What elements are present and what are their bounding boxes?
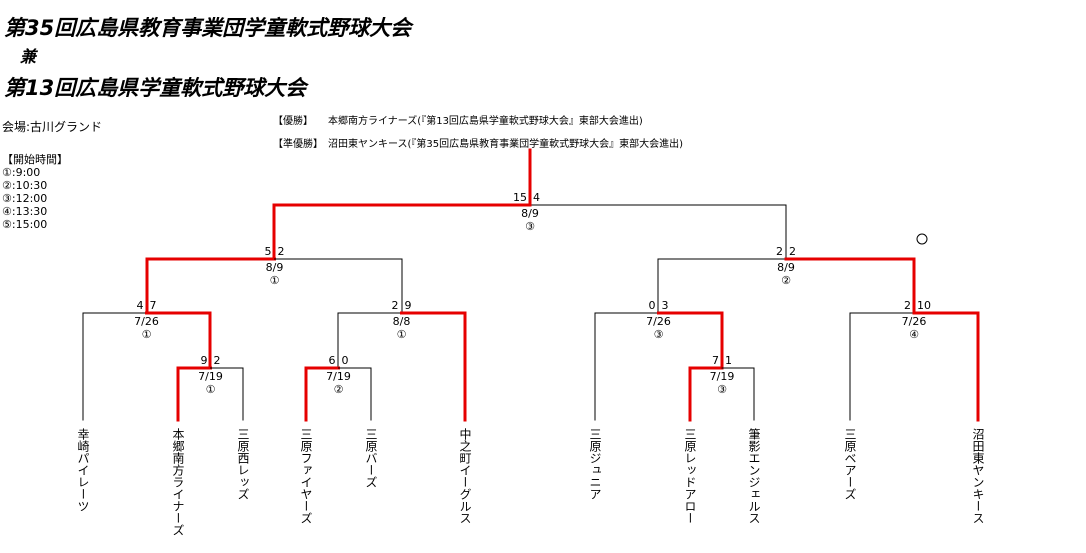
score-right: 4 [533, 191, 540, 204]
tiebreak-win-mark [916, 233, 928, 245]
schedule-slot: ③:12:00 [2, 192, 48, 205]
team-name: 中之町イーグルス [458, 428, 472, 524]
team-name: 三原西レッズ [236, 428, 250, 500]
title-line-3: 第13回広島県学童軟式野球大会 [4, 76, 307, 100]
score-left: 4 [137, 299, 144, 312]
match-date: 8/9 [777, 261, 795, 274]
schedule-slot: ④:13:30 [2, 205, 48, 218]
score-right: 2 [214, 354, 221, 367]
match-date: 7/19 [710, 370, 735, 383]
match-date: 7/19 [198, 370, 223, 383]
match-date: 8/8 [393, 315, 411, 328]
match-slot: ② [781, 274, 791, 287]
score-left: 2 [904, 299, 911, 312]
match-slot: ② [334, 383, 344, 396]
match-date: 7/26 [646, 315, 671, 328]
match-slot: ① [206, 383, 216, 396]
schedule-heading: 【開始時間】 [2, 153, 68, 166]
match-date: 7/19 [326, 370, 351, 383]
score-left: 9 [201, 354, 208, 367]
team-name: 筆影エンジェルス [747, 428, 761, 524]
title-line-2: 兼 [20, 47, 37, 66]
runnerup-text: 沼田東ヤンキース(『第35回広島県教育事業団学童軟式野球大会』東部大会進出) [328, 139, 684, 150]
score-left: 15 [513, 191, 527, 204]
schedule-slot: ②:10:30 [2, 179, 48, 192]
score-left: 2 [776, 245, 783, 258]
score-left: 2 [392, 299, 399, 312]
winner-label: 【優勝】 [273, 116, 313, 127]
score-right: 1 [725, 354, 732, 367]
team-name: 本郷南方ライナーズ [171, 428, 185, 536]
match-date: 8/9 [266, 261, 284, 274]
schedule-slot: ①:9:00 [2, 166, 41, 179]
match-slot: ③ [654, 328, 664, 341]
runnerup-label: 【準優勝】 [273, 139, 323, 150]
match-date: 7/26 [134, 315, 159, 328]
score-left: 6 [329, 354, 336, 367]
team-name: 三原ファイヤーズ [299, 428, 313, 524]
score-right: 2 [789, 245, 796, 258]
schedule-slot: ⑤:15:00 [2, 218, 48, 231]
match-slot: ① [397, 328, 407, 341]
score-right: 10 [917, 299, 931, 312]
match-slot: ③ [717, 383, 727, 396]
match-slot: ③ [525, 220, 535, 233]
team-name: 三原バーズ [364, 428, 378, 488]
score-right: 9 [405, 299, 412, 312]
match-date: 7/26 [902, 315, 927, 328]
score-right: 7 [150, 299, 157, 312]
score-right: 0 [342, 354, 349, 367]
match-date: 8/9 [521, 207, 539, 220]
score-left: 0 [649, 299, 656, 312]
match-slot: ① [142, 328, 152, 341]
team-name: 三原ベアーズ [843, 428, 857, 500]
team-name: 三原レッドアロー [683, 428, 697, 524]
match-slot: ① [270, 274, 280, 287]
venue: 会場:古川グランド [2, 120, 103, 134]
match-slot: ④ [909, 328, 919, 341]
team-name: 三原ジュニア [588, 428, 602, 500]
winner-text: 本郷南方ライナーズ(『第13回広島県学童軟式野球大会』東部大会進出) [328, 116, 643, 127]
team-name: 幸崎パイレーツ [76, 428, 90, 512]
team-name: 沼田東ヤンキース [971, 428, 985, 524]
score-left: 7 [712, 354, 719, 367]
score-right: 3 [662, 299, 669, 312]
score-left: 5 [265, 245, 272, 258]
score-right: 2 [278, 245, 285, 258]
title-line-1: 第35回広島県教育事業団学童軟式野球大会 [4, 16, 412, 40]
